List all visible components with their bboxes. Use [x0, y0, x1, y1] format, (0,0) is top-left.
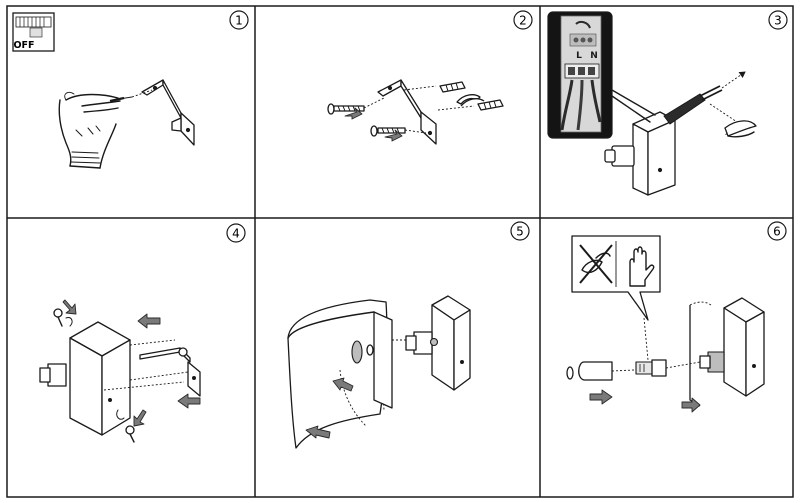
panel-grid: [6, 5, 794, 498]
wall-bracket-step5: [373, 311, 420, 409]
wire-connector: [663, 85, 723, 125]
panel-5: [287, 295, 471, 449]
terminal-label-n: N: [590, 51, 598, 61]
arrow-p4-right-bottom: [177, 393, 201, 409]
terminal-block-inset: L N: [547, 11, 613, 139]
step-badge-1: 1: [229, 10, 249, 30]
panel-6: [566, 235, 765, 413]
step-number-3: 3: [774, 14, 782, 28]
mounting-bracket-step1: [131, 79, 195, 146]
arrow-p6-glass: [589, 389, 613, 405]
step-number-2: 2: [519, 14, 527, 28]
breaker-off-icon: OFF: [12, 12, 55, 52]
step-number-1: 1: [235, 14, 243, 28]
step-badge-4: 4: [226, 223, 246, 243]
lamp-shade: [287, 299, 388, 449]
bulb: [635, 317, 667, 377]
glass-cover: [566, 361, 635, 381]
hand-with-pencil: [58, 91, 133, 169]
screw-top-step4: [53, 308, 73, 327]
callout-bubble: [571, 235, 661, 321]
terminal-label-l: L: [576, 51, 582, 61]
screw-upper-left: [327, 103, 365, 120]
lamp-base-step3: [604, 111, 676, 196]
arrow-p4-right-top: [137, 313, 161, 329]
glove-hand-icon: [629, 246, 655, 287]
mounting-bracket-step2: [377, 79, 437, 145]
mounting-bracket-step4: [103, 339, 201, 397]
rings: [351, 340, 374, 364]
arrow-p4-bottom: [133, 409, 147, 427]
lamp-body-step4: [39, 321, 131, 436]
step-number-6: 6: [773, 225, 781, 239]
no-touch-bulb-icon: [579, 244, 613, 284]
breaker-off-label: OFF: [13, 40, 34, 51]
arrow-p4-topleft: [62, 299, 77, 315]
screw-lower-left: [370, 125, 406, 142]
panel-1: OFF: [12, 12, 195, 169]
panel-3: L N: [547, 11, 757, 196]
wall-plug-upper: [439, 81, 466, 93]
step-number-4: 4: [232, 227, 240, 241]
wall-plug-lower: [477, 99, 504, 111]
screw-bottom-step4: [116, 409, 135, 443]
step-number-5: 5: [516, 225, 524, 239]
panel-4: [39, 299, 201, 443]
arrow-p5-middle: [332, 377, 354, 392]
arrow-p6-wall: [681, 397, 701, 413]
step-badge-2: 2: [513, 10, 533, 30]
step-badge-3: 3: [768, 10, 788, 30]
lamp-body-step6: [665, 297, 765, 397]
step-badge-6: 6: [767, 221, 787, 241]
wire-stripper-icon: [724, 120, 757, 138]
arrow-p5-bottom: [305, 425, 331, 439]
step-badge-5: 5: [510, 221, 530, 241]
lamp-body-step5: [405, 295, 471, 391]
drill-bit: [456, 94, 485, 107]
panel-2: [327, 79, 504, 145]
